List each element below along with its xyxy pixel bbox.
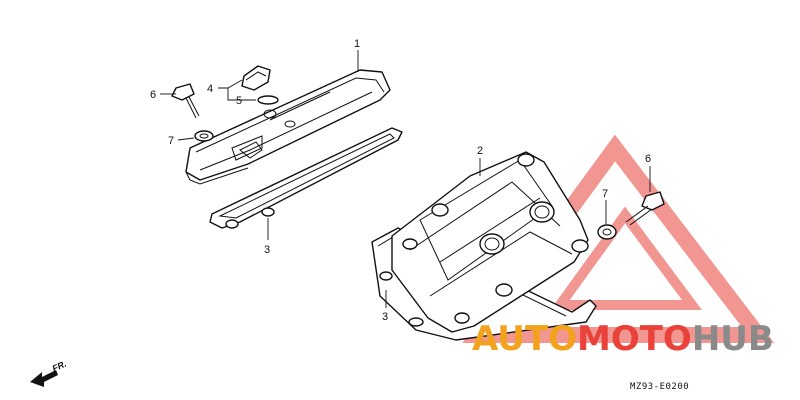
watermark-text: AUTOMOTOHUB [472, 319, 774, 359]
callout-labels: 1 2 3 3 4 5 6 6 7 7 [150, 38, 651, 323]
callout-2: 2 [477, 145, 483, 157]
bolt-right [625, 191, 665, 226]
washer-right [597, 224, 617, 240]
front-label: FR. [51, 359, 68, 374]
front-arrow-icon [30, 370, 58, 387]
bolt-left [171, 83, 200, 119]
diagram-code: MZ93-E0200 [630, 382, 689, 392]
watermark-hub: HUB [692, 319, 774, 359]
callout-6-left: 6 [150, 89, 156, 101]
callout-7-left: 7 [168, 135, 174, 147]
small-head-cover [185, 69, 403, 229]
leader-lines [160, 50, 651, 308]
watermark-auto: AUTO [472, 319, 577, 359]
large-head-cover [371, 151, 597, 341]
callout-1: 1 [354, 38, 360, 50]
callout-5: 5 [236, 95, 242, 107]
oil-filler-cap [241, 65, 271, 91]
washer-left [194, 130, 214, 142]
o-ring [257, 95, 279, 105]
callout-7-right: 7 [602, 188, 608, 200]
callout-3-upper: 3 [264, 244, 270, 256]
front-direction-indicator: FR. [30, 359, 68, 387]
callout-4: 4 [207, 83, 213, 95]
watermark-moto: MOTO [577, 319, 692, 359]
callout-3-lower: 3 [382, 311, 388, 323]
callout-6-right: 6 [645, 153, 651, 165]
